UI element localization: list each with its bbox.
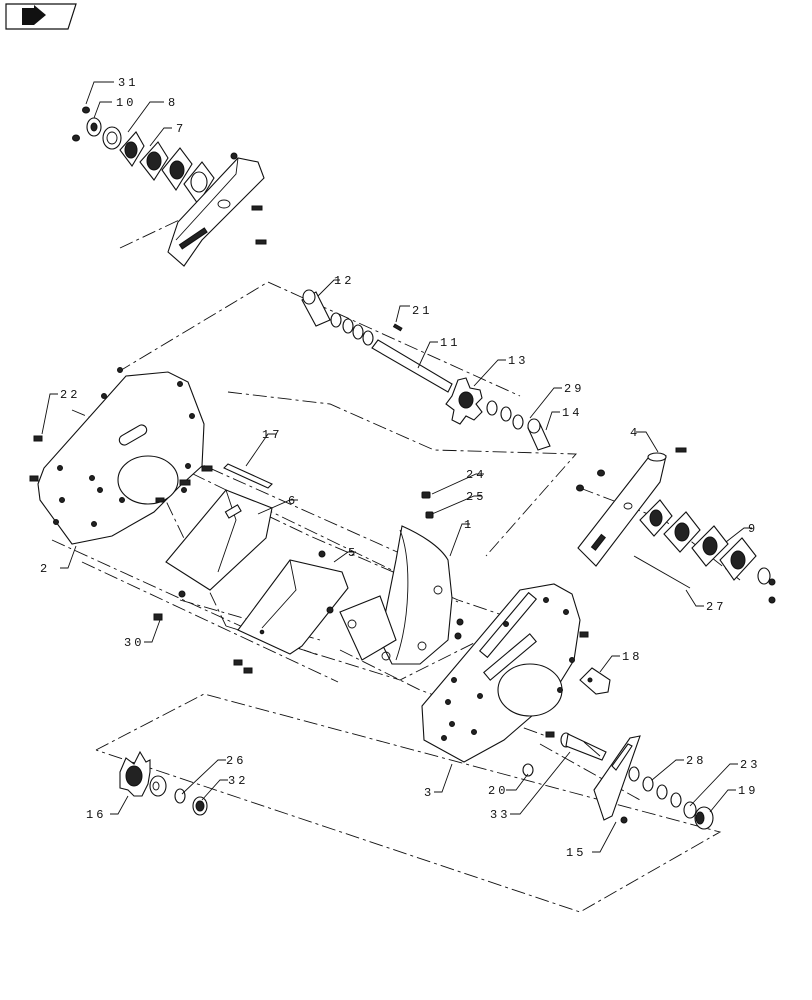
callout-12: 12 <box>334 274 354 288</box>
centerlines <box>51 195 741 913</box>
callout-10: 10 <box>116 96 136 110</box>
bolt <box>454 618 589 738</box>
lower-sprocket-cluster <box>119 750 208 816</box>
callout-17: 17 <box>262 428 282 442</box>
callout-15: 15 <box>566 846 586 860</box>
upper-bearing-cluster <box>72 106 267 267</box>
right-side-plate <box>421 583 589 763</box>
center-bracket <box>339 525 453 665</box>
flange-nut <box>86 117 102 137</box>
callout-14: 14 <box>562 406 582 420</box>
bolt <box>153 491 434 674</box>
guide-rod <box>223 463 273 489</box>
drive-shaft <box>301 289 453 393</box>
callout-33: 33 <box>490 808 510 822</box>
callout-30: 30 <box>124 636 144 650</box>
callout-5: 5 <box>348 546 358 560</box>
callout-28: 28 <box>686 754 706 768</box>
flangette <box>119 131 215 206</box>
bolt <box>97 487 165 503</box>
callout-24: 24 <box>466 468 486 482</box>
callout-7: 7 <box>176 122 186 136</box>
idler-wheel <box>694 806 714 830</box>
callout-29: 29 <box>564 382 584 396</box>
spacer <box>522 763 534 777</box>
callout-25: 25 <box>466 490 486 504</box>
callout-23: 23 <box>740 758 760 772</box>
bolt <box>29 435 213 486</box>
callout-21: 21 <box>412 304 432 318</box>
spacer-tube <box>301 289 331 327</box>
callout-19: 19 <box>738 784 758 798</box>
idler-bracket <box>593 735 641 824</box>
callout-3: 3 <box>424 786 434 800</box>
callout-22: 22 <box>60 388 80 402</box>
callout-9: 9 <box>748 522 758 536</box>
bracket-clip <box>579 667 611 695</box>
cover-plate <box>165 489 273 591</box>
mounting-plate <box>167 152 265 267</box>
callout-13: 13 <box>508 354 528 368</box>
shield-plate <box>237 550 349 655</box>
bolt <box>72 106 90 142</box>
callout-8: 8 <box>168 96 178 110</box>
callout-27: 27 <box>706 600 726 614</box>
callout-1: 1 <box>464 518 474 532</box>
callout-32: 32 <box>228 774 248 788</box>
callout-labels: 31 10 8 7 12 21 11 13 29 14 22 17 4 24 2… <box>40 76 760 860</box>
key <box>392 323 403 332</box>
washer <box>628 766 697 819</box>
leader-lines <box>41 81 752 853</box>
next-page-arrow-icon <box>22 5 46 25</box>
bolt <box>576 447 776 604</box>
callout-31: 31 <box>118 76 138 90</box>
upper-sprocket <box>445 377 551 451</box>
callout-11: 11 <box>440 336 460 350</box>
right-bearing-cluster <box>576 447 776 604</box>
bearing-collar <box>102 126 122 150</box>
bolt <box>251 205 267 245</box>
callout-6: 6 <box>288 494 298 508</box>
callout-26: 26 <box>226 754 246 768</box>
washer <box>330 312 374 346</box>
next-page-button[interactable] <box>5 3 77 30</box>
idler-assembly <box>522 732 714 830</box>
callout-18: 18 <box>622 650 642 664</box>
callout-4: 4 <box>630 426 640 440</box>
callout-2: 2 <box>40 562 50 576</box>
carriage-bolt <box>560 732 607 761</box>
callout-16: 16 <box>86 808 106 822</box>
small-fasteners <box>97 487 611 695</box>
callout-20: 20 <box>488 784 508 798</box>
